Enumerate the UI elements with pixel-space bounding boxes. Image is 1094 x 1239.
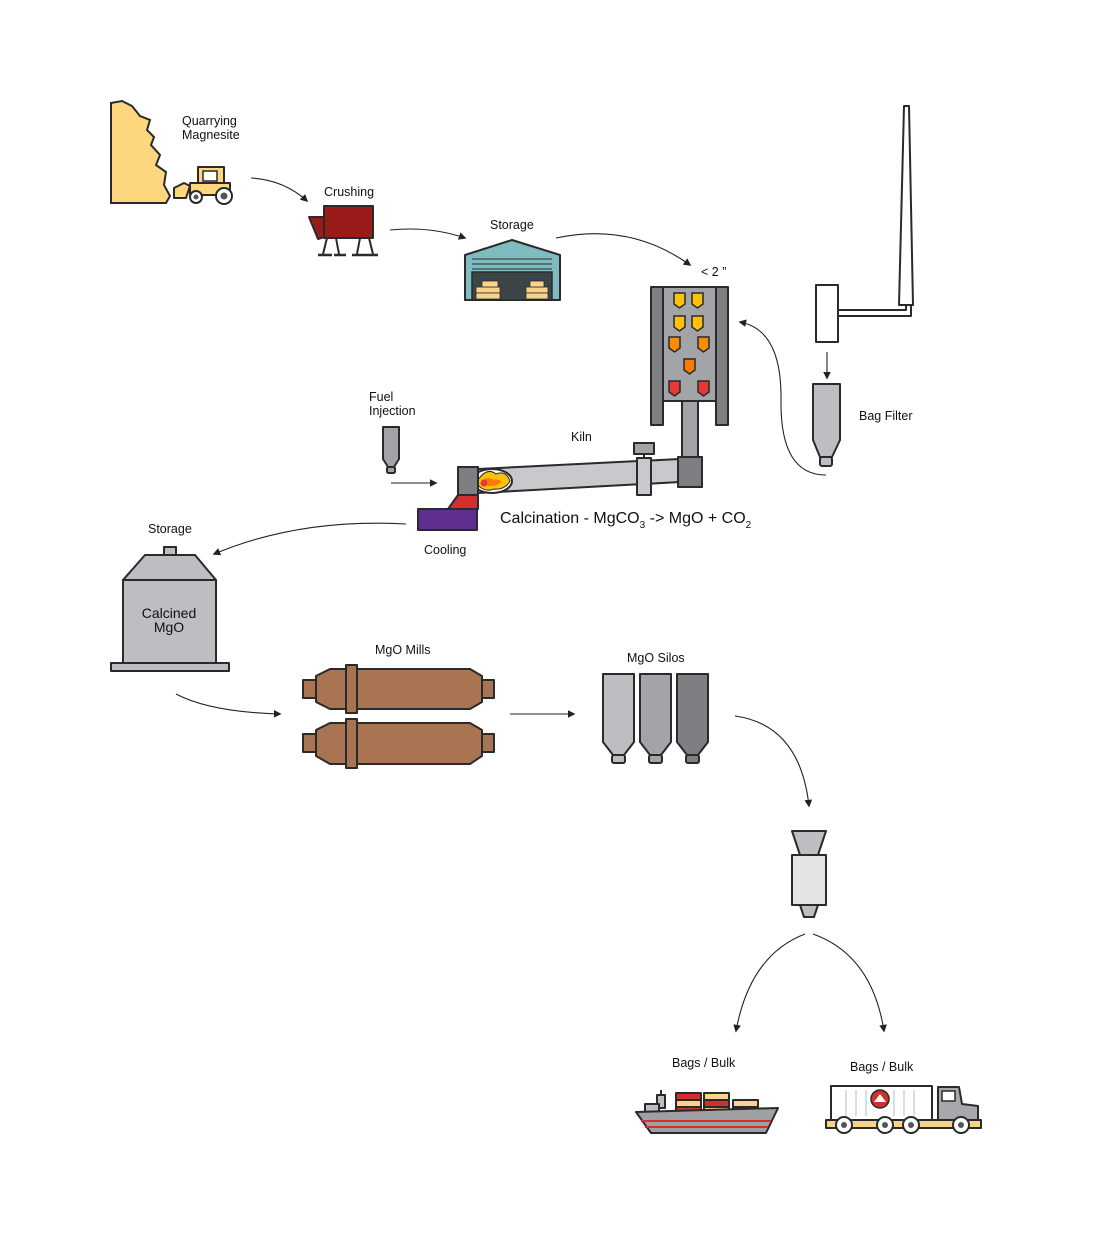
- arrow-silos-to-packer: [734, 715, 813, 808]
- delivery-truck-icon: [825, 1085, 982, 1134]
- storage-mid-label: Storage: [148, 522, 192, 536]
- silo-label-line2: MgO: [154, 619, 184, 635]
- flame-icon: [475, 471, 511, 491]
- crushing-label: Crushing: [324, 185, 374, 199]
- mills-label: MgO Mills: [375, 643, 431, 657]
- arrow-filter-return-to-tower: [738, 319, 827, 476]
- cooler-icon: [417, 466, 479, 531]
- calcined-silo-icon: [110, 546, 230, 672]
- arrow-crushing-to-storage: [389, 228, 467, 240]
- arrow-packer-to-ship: [733, 933, 806, 1033]
- preheater-tower-icon: [650, 286, 729, 460]
- fuel-label-line1: Fuel: [369, 390, 393, 404]
- crusher-icon: [308, 205, 378, 257]
- quarrying-label-line1: Quarrying: [182, 114, 237, 128]
- bulldozer-icon: [173, 166, 233, 205]
- quarrying-label-line2: Magnesite: [182, 128, 240, 142]
- packer-hopper-icon: [791, 830, 827, 918]
- arrow-quarry-to-crushing: [250, 177, 309, 203]
- bag-filter-icon: [812, 383, 841, 467]
- kiln-label: Kiln: [571, 430, 592, 444]
- calcination-sub1: 3: [640, 520, 646, 531]
- size-spec-label: < 2 ”: [701, 265, 726, 279]
- mgo-silos-icon: [602, 673, 709, 764]
- storage-top-label: Storage: [490, 218, 534, 232]
- fuel-label-line2: Injection: [369, 404, 416, 418]
- cooling-label: Cooling: [424, 543, 466, 557]
- fuel-burner-icon: [382, 426, 400, 474]
- calcination-mid: -> MgO + CO: [645, 510, 745, 527]
- arrow-cooler-to-storage: [212, 522, 407, 556]
- warehouse-icon: [464, 239, 561, 301]
- mgo-mill-bottom-icon: [302, 718, 495, 769]
- chimney-icon: [815, 105, 914, 343]
- arrow-storage-to-kiln: [555, 233, 692, 266]
- silos-label: MgO Silos: [627, 651, 685, 665]
- quarry-rock: [110, 99, 172, 204]
- mgo-mill-top-icon: [302, 664, 495, 714]
- bag-filter-label: Bag Filter: [859, 409, 913, 423]
- truck-label: Bags / Bulk: [850, 1060, 914, 1074]
- cargo-ship-icon: [635, 1090, 779, 1134]
- ship-label: Bags / Bulk: [672, 1056, 736, 1070]
- quarry-icon: [110, 99, 172, 204]
- arrow-silo-to-mills: [175, 693, 282, 718]
- arrow-packer-to-truck: [812, 933, 887, 1033]
- calcination-sub2: 2: [746, 520, 752, 531]
- calcination-prefix: Calcination - MgCO: [500, 510, 640, 527]
- silo-label-line1: Calcined: [142, 605, 196, 621]
- rotary-kiln-icon: [471, 442, 703, 496]
- calcination-equation: Calcination - MgCO3 -> MgO + CO2: [500, 510, 752, 531]
